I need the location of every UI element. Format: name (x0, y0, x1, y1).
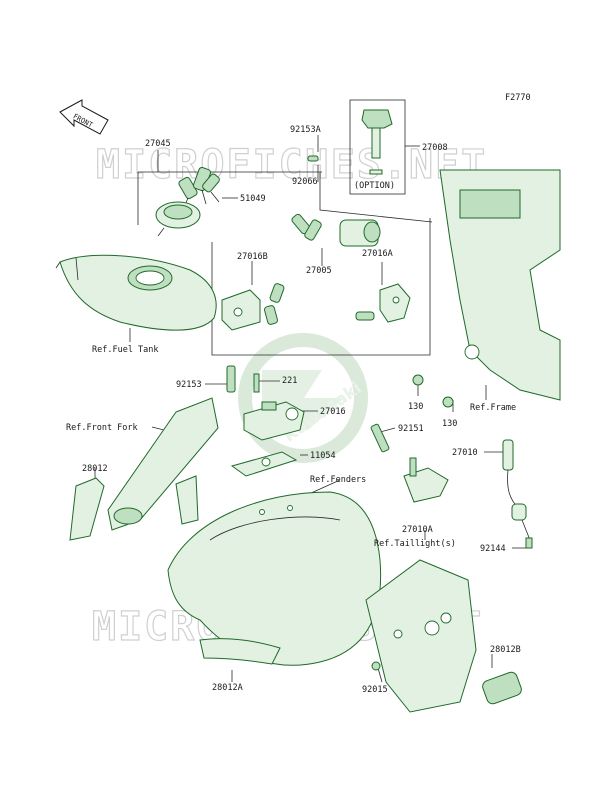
lock-27016 (243, 401, 305, 441)
label-ref-frame: Ref.Frame (470, 403, 516, 413)
fuel-tank (55, 254, 217, 331)
label-130a: 130 (408, 402, 423, 412)
bolt-92151 (370, 423, 390, 453)
watermark-top: MICROFICHES.NET (96, 142, 487, 188)
label-ref-fenders: Ref.Fenders (310, 475, 366, 485)
label-27010: 27010 (452, 448, 478, 458)
lock-27016A (355, 283, 411, 323)
lock-27016B (221, 283, 285, 331)
label-27016: 27016 (320, 407, 346, 417)
bolt-92153 (226, 365, 236, 393)
label-51049: 51049 (240, 194, 266, 204)
label-28012: 28012 (82, 464, 108, 474)
label-27008: 27008 (422, 143, 448, 153)
label-27010A: 27010A (402, 525, 433, 535)
taillight-bracket (365, 559, 477, 713)
label-92153: 92153 (176, 380, 202, 390)
reflector-28012B (482, 671, 522, 705)
reflector-28012A (199, 638, 281, 665)
label-ref-fuel-tank: Ref.Fuel Tank (92, 345, 159, 355)
front-arrow-icon: FRONT (59, 99, 109, 135)
ignition-switch-27005 (291, 213, 381, 247)
label-92015: 92015 (362, 685, 388, 695)
screw-92144 (525, 537, 533, 549)
label-11054: 11054 (310, 451, 336, 461)
plate-11054 (230, 451, 298, 477)
label-92066: 92066 (292, 177, 318, 187)
reflector-28012 (69, 477, 105, 541)
key-set-27045 (178, 166, 220, 213)
screw-221 (253, 373, 260, 393)
fuel-cap-51049 (155, 201, 201, 237)
label-27005: 27005 (306, 266, 332, 276)
switch-27010A (403, 457, 449, 503)
option-label: (OPTION) (354, 181, 395, 191)
nut-92015 (371, 661, 381, 671)
switch-27010 (502, 439, 533, 549)
label-27045: 27045 (145, 139, 171, 149)
label-28012A: 28012A (212, 683, 243, 693)
frame (412, 169, 561, 408)
label-28012B: 28012B (490, 645, 521, 655)
label-27016B: 27016B (237, 252, 268, 262)
screw-92066 (307, 155, 319, 162)
label-27016A: 27016A (362, 249, 393, 259)
label-92144: 92144 (480, 544, 506, 554)
key-27008: (OPTION) (354, 109, 395, 191)
label-130b: 130 (442, 419, 457, 429)
label-ref-taillight: Ref.Taillight(s) (374, 539, 456, 549)
label-ref-front-fork: Ref.Front Fork (66, 423, 138, 433)
label-92151: 92151 (398, 424, 424, 434)
label-221: 221 (282, 376, 297, 386)
front-fork (107, 397, 219, 531)
label-92153A: 92153A (290, 125, 321, 135)
diagram-code: F2770 (505, 93, 531, 103)
